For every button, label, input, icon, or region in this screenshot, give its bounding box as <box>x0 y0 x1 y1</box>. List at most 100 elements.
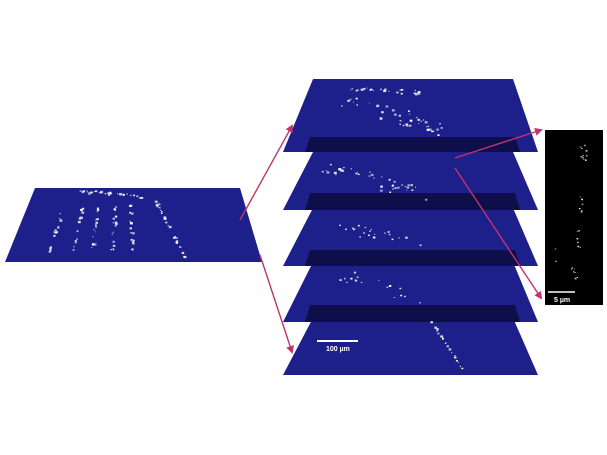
signal-spot <box>126 193 128 195</box>
signal-spot <box>394 113 397 116</box>
signal-spot <box>89 191 91 194</box>
signal-spot <box>414 89 416 91</box>
signal-spot <box>117 193 119 195</box>
signal-spot <box>119 193 122 196</box>
signal-spot <box>418 123 420 124</box>
signal-spot <box>374 233 376 235</box>
zoom-signal-spots <box>554 144 588 280</box>
signal-spot <box>400 294 403 297</box>
signal-spot <box>95 190 97 192</box>
signal-spot <box>114 210 116 212</box>
signal-spot <box>342 170 345 172</box>
signal-spot <box>80 216 83 219</box>
signal-spot <box>455 360 458 362</box>
signal-spot <box>130 232 132 234</box>
signal-spot <box>108 192 112 195</box>
signal-spot <box>179 246 182 248</box>
signal-spot <box>581 156 584 159</box>
arrow-to-inset-bottom <box>454 167 543 300</box>
signal-spot <box>129 227 132 230</box>
signal-spot <box>434 326 437 329</box>
signal-spot <box>74 240 77 242</box>
signal-spot <box>95 221 98 224</box>
signal-spot <box>114 216 117 218</box>
signal-spot <box>430 321 433 324</box>
signal-spot <box>368 175 371 177</box>
signal-spot <box>388 179 391 181</box>
signal-spot <box>338 168 342 171</box>
signal-spot <box>428 128 432 131</box>
signal-spot <box>426 128 430 131</box>
signal-spot <box>573 271 575 273</box>
signal-spot <box>333 171 337 175</box>
signal-spot <box>582 154 584 156</box>
signal-spot <box>391 185 394 187</box>
stack-plane-3 <box>283 208 538 266</box>
signal-spot <box>114 224 117 227</box>
stack-plane-1 <box>283 79 538 152</box>
signal-spot <box>115 215 117 217</box>
signal-spot <box>578 230 580 232</box>
signal-spot <box>368 102 370 104</box>
signal-spot <box>580 156 582 158</box>
scale-bar-large: 100 µm <box>317 340 358 353</box>
signal-spot <box>133 239 135 242</box>
signal-spot <box>54 229 57 232</box>
signal-spot <box>398 237 400 239</box>
signal-spot <box>351 227 354 229</box>
signal-spot <box>422 119 425 121</box>
signal-spot <box>581 147 583 149</box>
signal-spot <box>95 225 98 228</box>
signal-spot <box>379 117 383 120</box>
signal-spot <box>131 248 134 251</box>
signal-spot <box>113 249 115 251</box>
signal-spot <box>579 196 581 198</box>
signal-spot <box>53 231 55 233</box>
signal-spot <box>408 110 410 112</box>
signal-spot <box>112 244 116 247</box>
signal-spot <box>321 170 324 173</box>
signal-spot <box>388 233 391 236</box>
overview-plane <box>5 188 262 262</box>
signal-spot <box>388 285 392 287</box>
signal-spot <box>167 225 169 227</box>
signal-spot <box>49 249 52 252</box>
signal-spot <box>112 217 115 220</box>
signal-spot <box>59 212 62 215</box>
arrow-to-bottom-plane <box>259 254 294 354</box>
signal-spot <box>86 191 89 193</box>
signal-spot <box>112 222 115 224</box>
signal-spot <box>129 204 133 207</box>
signal-spot <box>345 228 347 230</box>
signal-spot <box>399 120 402 122</box>
signal-spot <box>339 279 342 281</box>
signal-spot <box>74 241 77 244</box>
signal-spot <box>339 224 341 226</box>
signal-spot <box>370 88 372 91</box>
signal-spot <box>393 297 396 298</box>
signal-spot <box>437 134 440 136</box>
signal-spot <box>112 240 115 243</box>
signal-spot <box>417 118 420 121</box>
signal-spot <box>427 125 430 127</box>
signal-spot <box>344 278 346 280</box>
signal-spot <box>112 248 114 250</box>
signal-spot <box>139 197 142 199</box>
signal-spot <box>357 224 360 227</box>
signal-spot <box>585 159 587 161</box>
signal-spot <box>419 302 421 304</box>
signal-spot <box>76 238 78 240</box>
signal-spot <box>369 230 371 232</box>
signal-spot <box>160 209 162 211</box>
signal-spot <box>410 184 413 187</box>
signal-spot <box>113 208 117 211</box>
signal-spot <box>397 186 400 189</box>
signal-spot <box>392 184 394 185</box>
signal-spot <box>364 226 367 229</box>
signal-spot <box>86 190 88 192</box>
signal-spot <box>56 231 59 233</box>
signal-spot <box>136 195 139 198</box>
signal-spot <box>440 335 444 338</box>
signal-spot <box>577 241 579 244</box>
